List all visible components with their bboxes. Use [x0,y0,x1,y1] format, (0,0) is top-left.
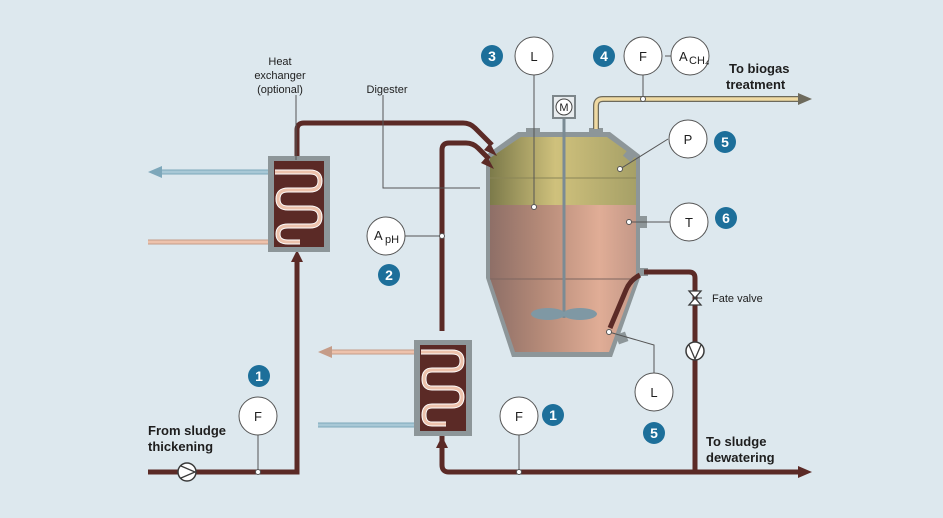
digester-vessel [486,117,648,357]
outlet-arrow [798,466,812,478]
agitator-blade-right [563,308,597,320]
svg-text:exchanger: exchanger [254,70,306,82]
recirc-return-pipe [439,140,491,331]
svg-text:1: 1 [549,407,557,423]
recirc-pipe [439,436,695,475]
svg-text:dewatering: dewatering [706,450,775,465]
outlet-pipe [644,269,800,475]
instrument-flow-recirc: F [499,396,539,436]
label-fate-valve: Fate valve [712,293,763,305]
analyzer-ph-sub: pH [385,234,399,246]
svg-text:4: 4 [600,48,608,64]
hx2-warm-arrow [318,346,332,358]
label-to-biogas: To biogas treatment [726,61,789,92]
svg-text:thickening: thickening [148,439,213,454]
heat-exchanger-upper [148,156,330,252]
badge-3: 3 [481,45,503,67]
label-to-sludge: To sludge dewatering [706,434,775,465]
motor: M [552,95,576,119]
leader-lines [257,55,671,472]
feed-arrow [484,143,497,156]
heat-exchanger-lower [318,340,472,436]
svg-text:To sludge: To sludge [706,434,766,449]
pressure-label: P [684,132,693,147]
inlet-arrow-up [291,250,303,262]
instrument-pressure: P [668,119,708,159]
instrument-level-top: L [514,36,554,76]
instrument-flow-inlet: F [238,396,278,436]
badge-1-inlet: 1 [248,365,270,387]
fate-valve [687,290,703,306]
badge-1-recirc: 1 [542,404,564,426]
badge-5-level: 5 [643,422,665,444]
flow-inlet-label: F [254,409,262,424]
flow-gas-label: F [639,49,647,64]
agitator-blade-left [531,308,565,320]
recirc-arrow-up [436,436,448,448]
svg-text:To biogas: To biogas [729,61,789,76]
instrument-analyzer-ch4: A CH₄ [670,36,710,76]
svg-text:1: 1 [255,368,263,384]
instrument-flow-gas: F [623,36,663,76]
tap-points [255,96,646,475]
svg-text:2: 2 [385,267,393,283]
biogas-pipe-fill [594,97,800,129]
flow-recirc-label: F [515,409,523,424]
return-arrow [481,156,494,169]
badge-6: 6 [715,207,737,229]
instrument-analyzer-ph: A pH [366,216,406,256]
svg-text:6: 6 [722,210,730,226]
nozzle-pressure [622,147,638,163]
svg-text:treatment: treatment [726,77,786,92]
outlet-pump [685,341,705,361]
motor-label: M [559,102,568,114]
nozzle-gas [589,128,603,135]
instrument-temperature: T [669,202,709,242]
analyzer-ph-label: A [374,228,383,243]
nozzle-outlet [636,268,648,276]
svg-text:Heat: Heat [268,56,291,68]
hx2-coil [421,350,464,426]
badge-4: 4 [593,45,615,67]
badge-5-pressure: 5 [714,131,736,153]
feed-pipe [294,120,494,157]
biogas-arrow [798,93,812,105]
level-top-label: L [530,49,537,64]
inlet-pipe [148,258,300,475]
inlet-pump [177,462,197,482]
svg-text:5: 5 [650,425,658,441]
svg-text:From sludge: From sludge [148,423,226,438]
svg-text:(optional): (optional) [257,84,303,96]
label-from-sludge: From sludge thickening [148,423,226,454]
svg-text:3: 3 [488,48,496,64]
label-heat-exchanger: Heat exchanger (optional) [254,56,306,96]
internal-draw-pipe [607,272,642,329]
badge-2: 2 [378,264,400,286]
temperature-label: T [685,215,693,230]
hx1-coil [275,170,322,244]
hx1-cool-arrow [148,166,162,178]
analyzer-ch4-label: A [679,49,688,64]
level-bottom-label: L [650,385,657,400]
analyzer-ch4-sub: CH₄ [689,55,710,67]
label-digester: Digester [367,84,408,96]
svg-text:5: 5 [721,134,729,150]
nozzle-level [526,128,540,135]
instrument-level-bottom: L [634,372,674,412]
